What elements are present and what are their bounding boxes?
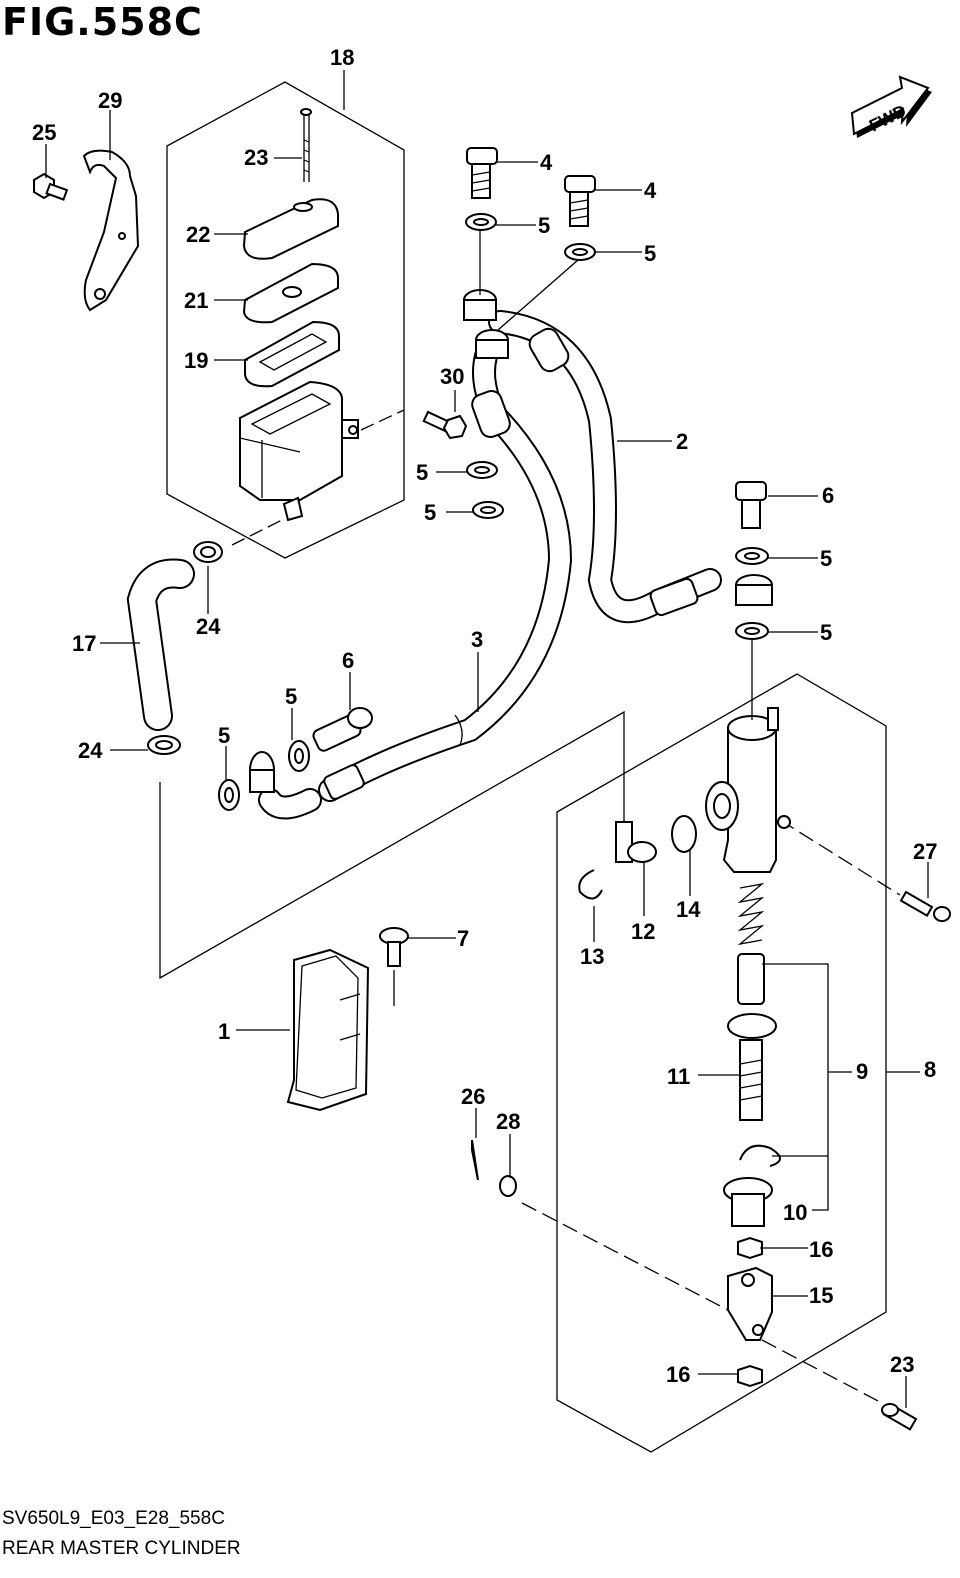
callout-11: 11 xyxy=(667,1064,690,1089)
callout-21: 22 xyxy=(186,222,210,247)
part-30-bolt xyxy=(422,410,468,440)
part-13-circlip xyxy=(578,869,603,900)
part-21-cap xyxy=(242,198,339,260)
figure-title: FIG.558C xyxy=(2,0,203,44)
callout-5e: 5 xyxy=(820,546,832,571)
callout-15: 15 xyxy=(809,1283,833,1308)
part-22-screw xyxy=(300,108,312,182)
callout-17: 17 xyxy=(72,631,96,656)
figure-caption: REAR MASTER CYLINDER xyxy=(2,1538,241,1559)
group-box-master-cylinder xyxy=(556,673,887,1453)
callout-16b: 16 xyxy=(666,1362,690,1387)
callout-20: 21 xyxy=(184,288,208,313)
callout-16a: 16 xyxy=(809,1237,833,1262)
callout-5b: 5 xyxy=(644,241,656,266)
leader-lines xyxy=(45,70,929,1408)
part-26-cotter-pin xyxy=(471,1139,479,1181)
part-16-nuts xyxy=(737,1236,763,1388)
part-4-banjo-bolt-b xyxy=(564,175,596,227)
part-6-bolt-a xyxy=(735,481,767,529)
callout-30: 30 xyxy=(440,364,464,389)
part-8-master-cylinder xyxy=(705,707,791,873)
part-19-diaphragm xyxy=(244,320,340,388)
callout-13: 13 xyxy=(580,944,604,969)
callout-5f: 5 xyxy=(820,620,832,645)
part-27-bolt xyxy=(899,890,951,922)
callout-14: 14 xyxy=(676,897,701,922)
callout-22: 23 xyxy=(244,145,268,170)
part-1-guard xyxy=(286,948,370,1112)
callout-27: 27 xyxy=(913,839,937,864)
callout-24a: 24 xyxy=(196,614,221,639)
callout-5d: 5 xyxy=(424,500,436,525)
callout-6a: 6 xyxy=(822,483,834,508)
callout-25: 25 xyxy=(32,120,56,145)
callout-8: 8 xyxy=(924,1057,936,1082)
callout-5h: 5 xyxy=(218,723,230,748)
callout-2: 2 xyxy=(676,429,688,454)
part-18-reservoir xyxy=(239,380,359,522)
part-5-washers xyxy=(218,213,769,811)
part-12-connector xyxy=(615,821,657,863)
callout-9: 9 xyxy=(856,1059,868,1084)
part-20-plate xyxy=(242,262,339,324)
callout-4a: 4 xyxy=(540,150,553,175)
part-17-hose xyxy=(126,558,195,731)
group-box-reservoir xyxy=(166,81,405,559)
part-2-brake-hose xyxy=(463,289,773,624)
callout-1: 1 xyxy=(218,1019,230,1044)
callout-3: 3 xyxy=(471,627,483,652)
callout-29: 29 xyxy=(98,88,122,113)
callout-12: 12 xyxy=(631,919,655,944)
part-15-clevis xyxy=(727,1266,773,1341)
callout-24b: 24 xyxy=(78,738,103,763)
part-24-clamps xyxy=(147,541,223,755)
callout-4b: 4 xyxy=(644,178,657,203)
callout-5a: 5 xyxy=(538,213,550,238)
callout-labels: 18 29 25 23 22 21 19 4 4 5 5 30 2 5 5 6 … xyxy=(32,45,937,1387)
callout-18: 18 xyxy=(330,45,354,70)
callout-19: 19 xyxy=(184,348,208,373)
part-10-boot xyxy=(723,1177,773,1227)
callout-7: 7 xyxy=(457,926,469,951)
callout-5g: 5 xyxy=(285,684,297,709)
part-25-bolt xyxy=(33,172,69,201)
callout-23: 23 xyxy=(890,1352,914,1377)
part-23-pin xyxy=(881,1402,918,1431)
callout-5c: 5 xyxy=(416,460,428,485)
bracket-line-guard xyxy=(159,710,625,980)
part-29-bracket xyxy=(82,149,140,312)
fwd-arrow-icon: FWD xyxy=(850,75,932,138)
figure-code: SV650L9_E03_E28_558C xyxy=(2,1508,225,1529)
part-28-washer xyxy=(499,1175,517,1197)
callout-10: 10 xyxy=(783,1200,807,1225)
part-7-screw xyxy=(379,927,409,967)
callout-28: 28 xyxy=(496,1109,520,1134)
part-9-piston-kit xyxy=(727,882,781,1167)
part-14-o-ring xyxy=(671,815,697,853)
part-6-bolt-b xyxy=(312,707,373,752)
part-4-banjo-bolt-a xyxy=(466,147,498,199)
callout-6b: 6 xyxy=(342,648,354,673)
callout-26: 26 xyxy=(461,1084,485,1109)
part-3-brake-hose xyxy=(249,329,573,820)
